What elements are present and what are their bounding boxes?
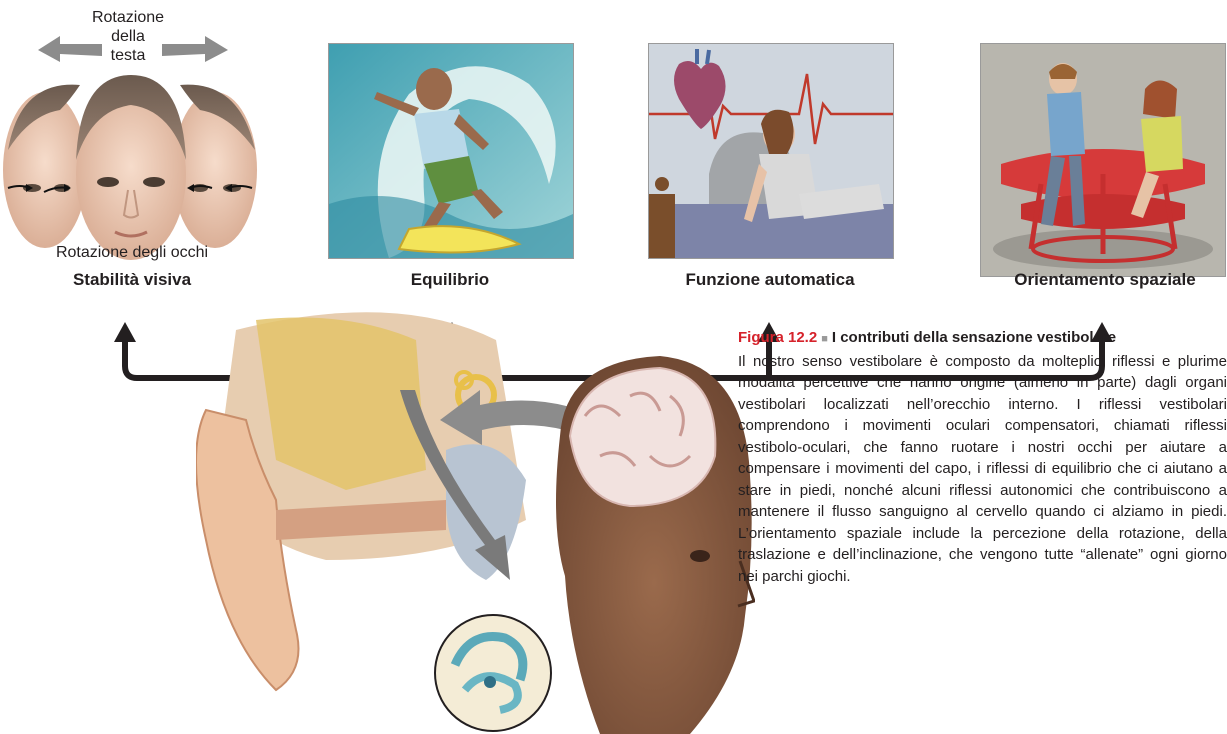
panel-label-visual-stability: Stabilità visiva <box>52 270 212 290</box>
figure-separator: ■ <box>817 333 832 345</box>
left-rotation-arrow-icon <box>38 36 102 62</box>
autonomic-image <box>648 43 894 259</box>
left-face <box>3 85 87 248</box>
arrow-up-icon <box>114 322 136 342</box>
panel-label-spatial-orientation: Orientamento spaziale <box>990 270 1220 290</box>
center-face <box>76 75 186 260</box>
right-rotation-arrow-icon <box>162 36 228 62</box>
eye-rotation-label: Rotazione degli occhi <box>22 244 242 262</box>
head-brain-illustration <box>540 356 755 734</box>
figure-heading: I contributi della sensazione vestibolar… <box>832 329 1116 346</box>
merry-go-round-image <box>980 43 1226 277</box>
figure-number: Figura 12.2 <box>738 329 817 346</box>
panel-label-autonomic-function: Funzione automatica <box>665 270 875 290</box>
figure-caption-body: Il nostro senso vestibolare è composto d… <box>738 353 1227 585</box>
surfer-image <box>328 43 574 259</box>
faces-illustration <box>0 70 262 260</box>
head-rotation-arrows <box>30 30 235 70</box>
panel-label-equilibrium: Equilibrio <box>370 270 530 290</box>
figure-caption: Figura 12.2■I contributi della sensazion… <box>738 327 1227 734</box>
